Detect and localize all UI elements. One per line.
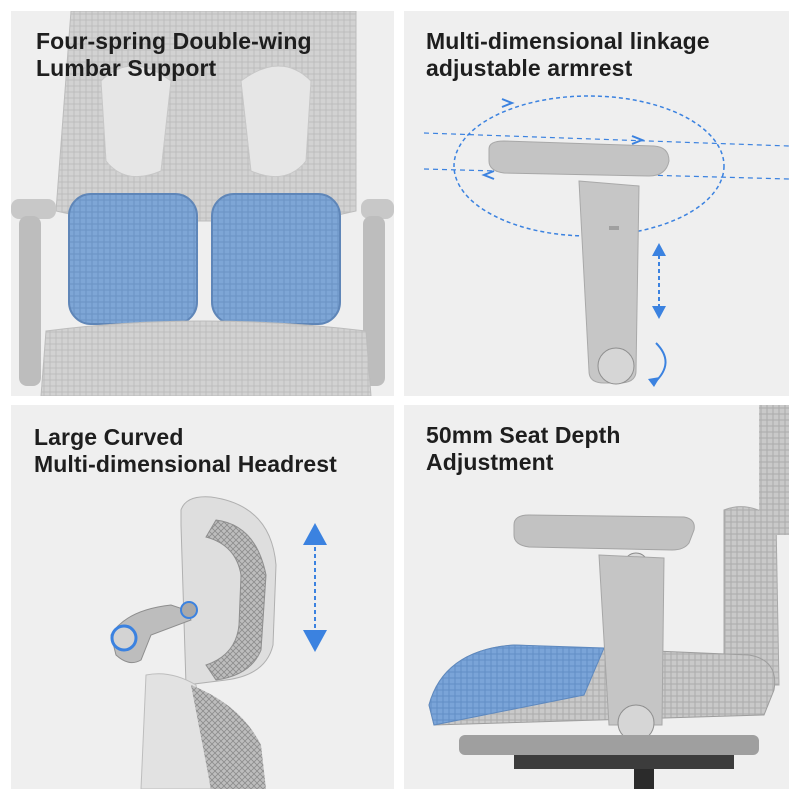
armrest-title-line1: Multi-dimensional linkage bbox=[426, 28, 710, 54]
headrest-illustration bbox=[110, 496, 327, 789]
seat-illustration bbox=[428, 405, 789, 789]
seat-title-line1: 50mm Seat Depth bbox=[426, 422, 621, 448]
lumbar-chair-illustration bbox=[11, 11, 394, 396]
lumbar-title-line2: Lumbar Support bbox=[36, 55, 217, 81]
lumbar-title-line1: Four-spring Double-wing bbox=[36, 28, 312, 54]
panel-headrest: Large Curved Multi-dimensional Headrest bbox=[11, 405, 394, 789]
armrest-illustration bbox=[423, 95, 789, 387]
panel-armrest: Multi-dimensional linkage adjustable arm… bbox=[404, 11, 789, 396]
panel-seat-depth: 50mm Seat Depth Adjustment bbox=[404, 405, 789, 789]
seat-title-line2: Adjustment bbox=[426, 449, 554, 475]
armrest-title-line2: adjustable armrest bbox=[426, 55, 633, 81]
lumbar-caption: Four-spring Double-wing Lumbar Support bbox=[36, 28, 312, 82]
headrest-title-line1: Large Curved bbox=[34, 424, 184, 450]
armrest-caption: Multi-dimensional linkage adjustable arm… bbox=[426, 28, 710, 82]
seat-caption: 50mm Seat Depth Adjustment bbox=[426, 422, 621, 476]
headrest-title-line2: Multi-dimensional Headrest bbox=[34, 451, 337, 477]
headrest-caption: Large Curved Multi-dimensional Headrest bbox=[34, 424, 337, 478]
panel-lumbar-support: Four-spring Double-wing Lumbar Support bbox=[11, 11, 394, 396]
